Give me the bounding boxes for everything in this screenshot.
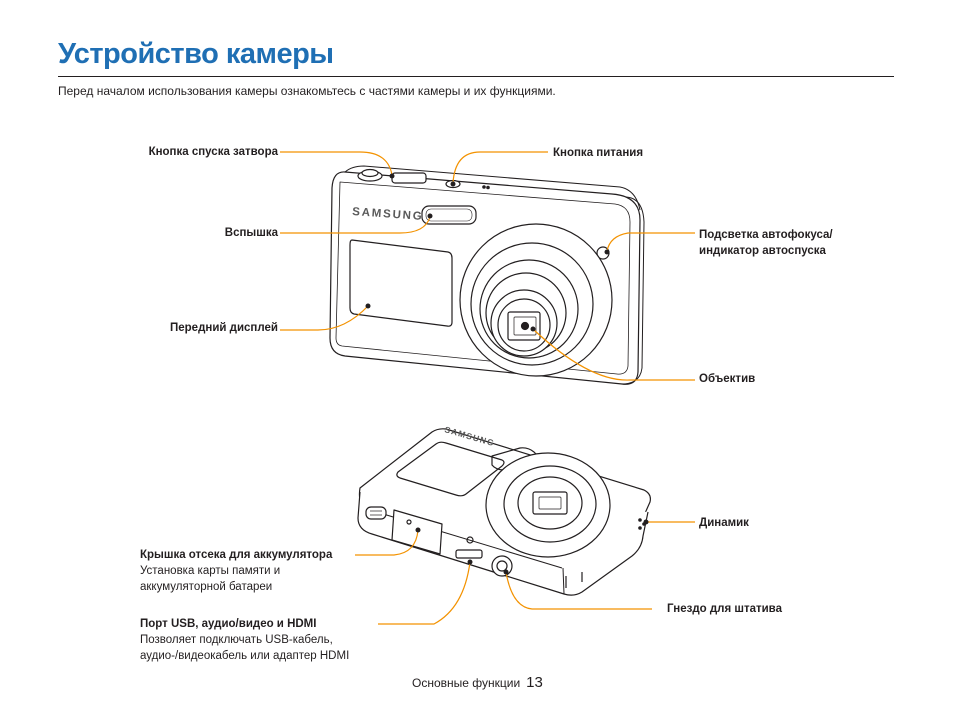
label-af-lamp-line2: индикатор автоспуска [699, 245, 826, 257]
label-front-display: Передний дисплей [170, 322, 278, 334]
callout-af-lamp [606, 232, 695, 252]
label-lens: Объектив [699, 373, 756, 385]
callout-battery-cover [355, 529, 419, 556]
bottom-camera-drawing [357, 428, 651, 596]
callout-dots [365, 173, 649, 575]
title-divider [58, 76, 894, 77]
label-shutter-button: Кнопка спуска затвора [148, 146, 278, 158]
label-power-button: Кнопка питания [553, 147, 644, 159]
desc-port-line1: Позволяет подключать USB-кабель, [140, 634, 333, 646]
page-footer: Основные функции 13 [412, 674, 543, 691]
label-speaker: Динамик [699, 517, 749, 529]
callout-shutter [280, 151, 393, 176]
footer-section: Основные функции [412, 676, 521, 690]
page-title: Устройство камеры [58, 38, 334, 70]
desc-battery-line2: аккумуляторной батареи [140, 581, 273, 593]
front-camera-drawing [329, 165, 645, 385]
callout-flash [280, 216, 431, 234]
label-af-lamp-line1: Подсветка автофокуса/ [699, 229, 833, 241]
label-battery-cover: Крышка отсека для аккумулятора [140, 549, 333, 561]
label-flash: Вспышка [224, 227, 278, 239]
front-brand-logo: SAMSUNG [352, 206, 424, 223]
callout-front-display [280, 305, 369, 331]
callout-tripod [505, 571, 652, 610]
callout-lens [533, 329, 695, 381]
callout-power [452, 151, 548, 184]
intro-text: Перед началом использования камеры ознак… [58, 84, 556, 98]
label-tripod-socket: Гнездо для штатива [667, 603, 782, 615]
desc-battery-line1: Установка карты памяти и [140, 565, 281, 577]
page-number: 13 [526, 674, 543, 691]
label-port: Порт USB, аудио/видео и HDMI [140, 618, 317, 630]
desc-port-line2: аудио-/видеокабель или адаптер HDMI [140, 650, 350, 662]
callout-port [378, 561, 471, 625]
callout-lines [280, 151, 695, 625]
